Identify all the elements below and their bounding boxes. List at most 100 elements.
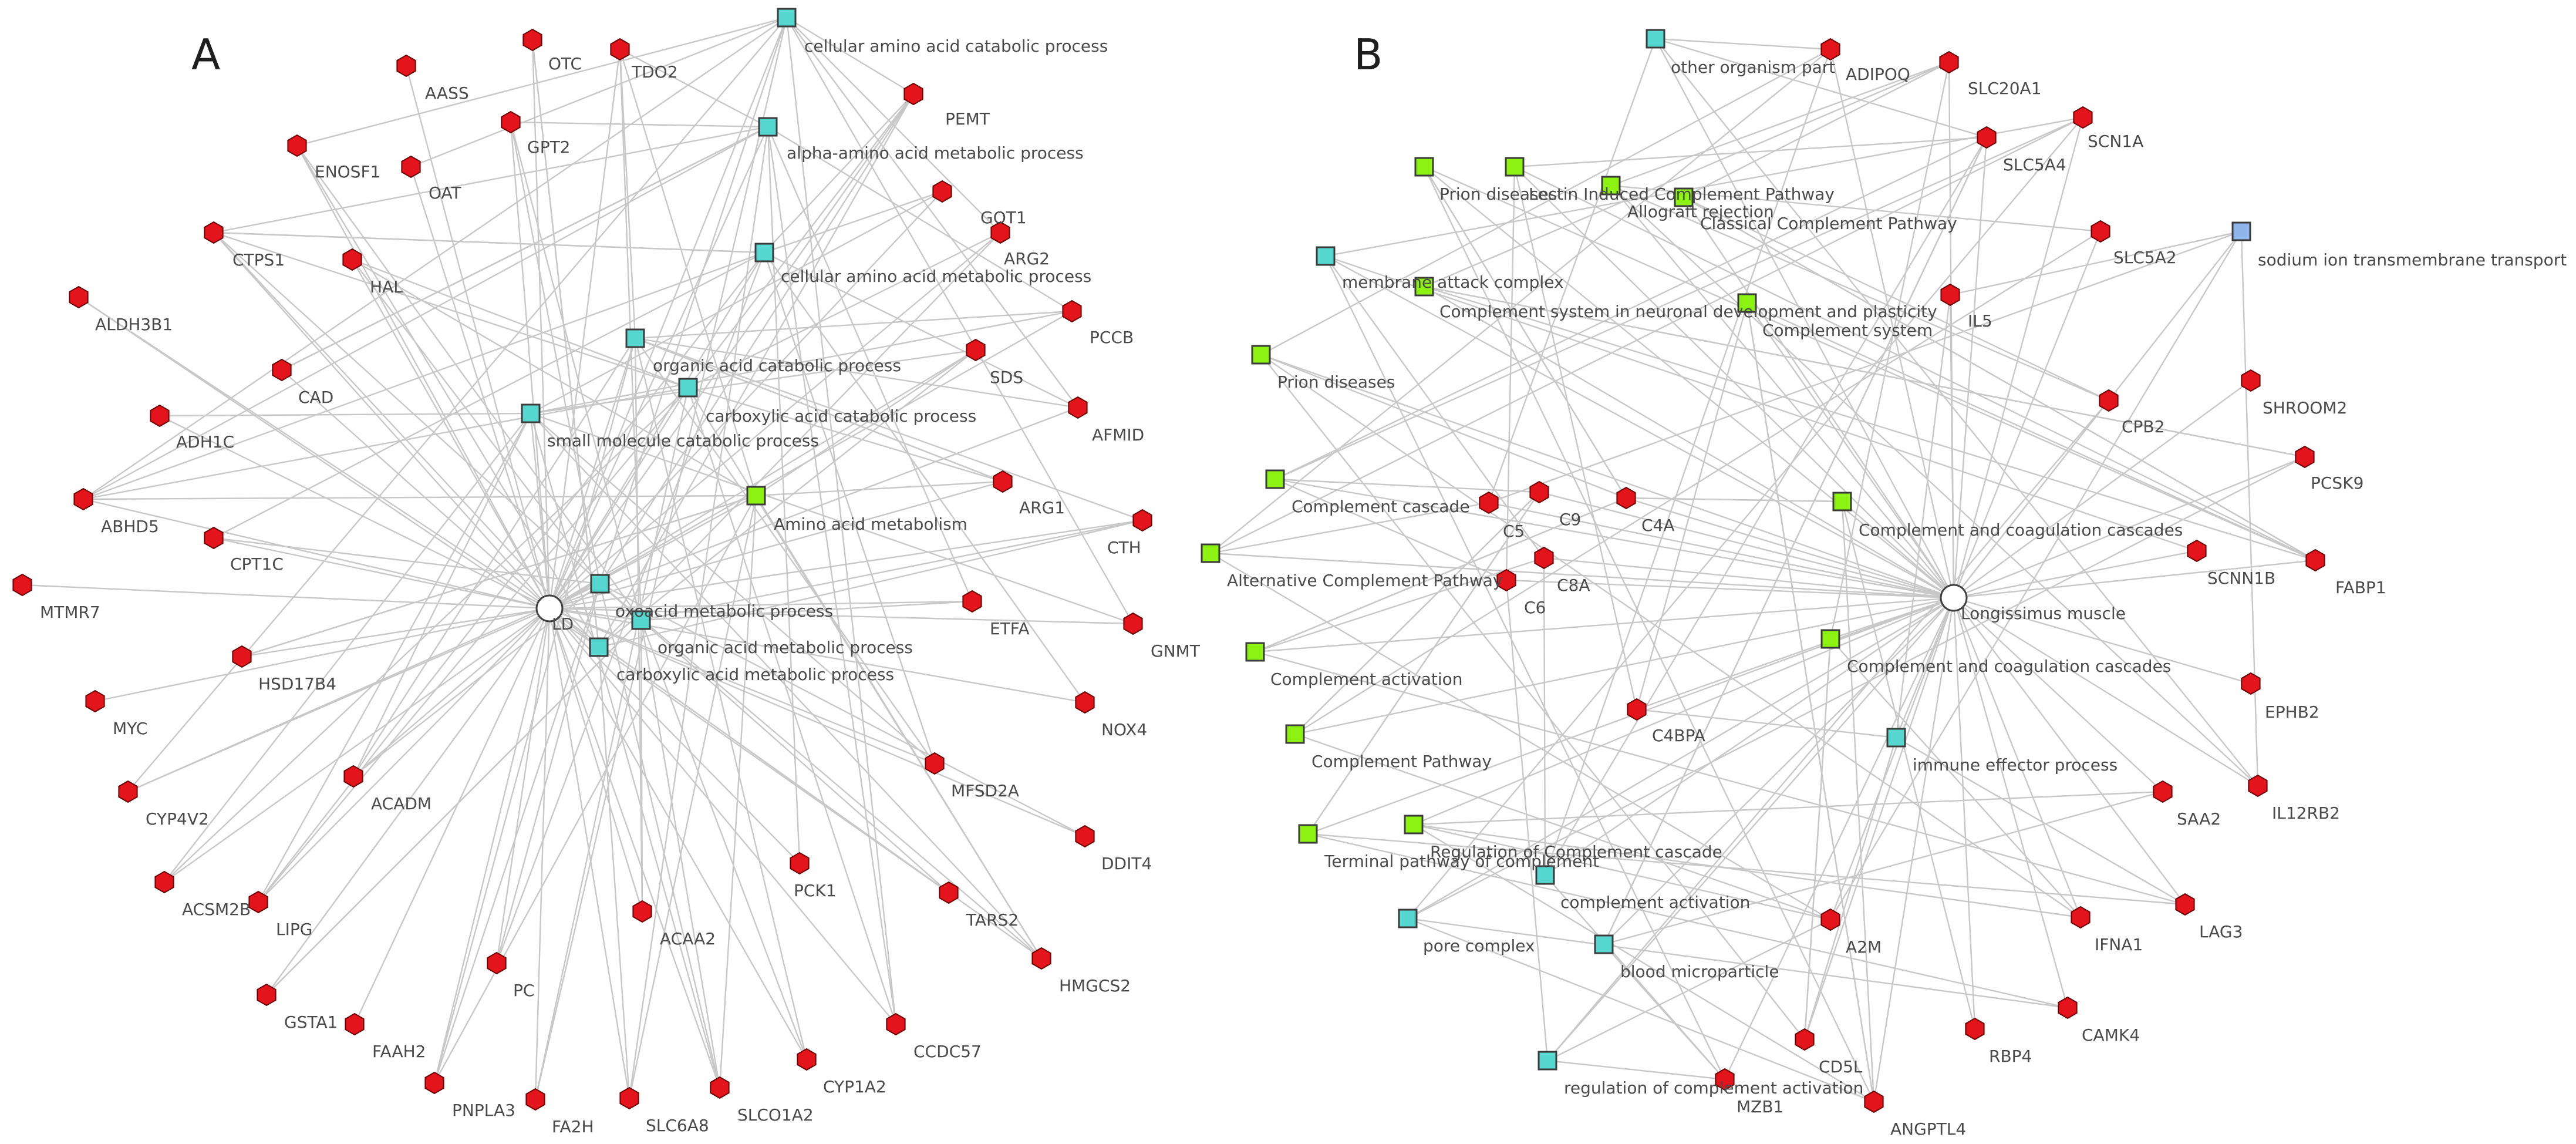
gene-label-oat: OAT	[429, 183, 462, 203]
edge-term-gene	[1210, 49, 1831, 554]
edge-term-gene	[433, 338, 636, 1084]
edge-term-gene	[1841, 501, 1976, 1029]
edge-term-gene	[1746, 302, 2316, 561]
edge-term-gene	[1513, 166, 1638, 710]
edge-hub-term	[1654, 38, 1955, 598]
edge-hub-gene	[410, 166, 551, 609]
edge-hub-term	[1610, 185, 1954, 598]
node-layer	[12, 8, 2325, 1113]
term-node-oxoacid-metabolic-process	[590, 574, 610, 594]
edge-term-gene	[1260, 48, 1831, 356]
gene-label-cth: CTH	[1107, 538, 1141, 557]
edge-hub-gene	[296, 145, 551, 609]
edge-hub-gene	[534, 608, 551, 1100]
term-node-prion-diseases	[1251, 345, 1271, 365]
term-label-small-molecule-catabolic-process: small molecule catabolic process	[547, 431, 819, 450]
edge-hub-gene	[1953, 597, 2163, 792]
edge-term-gene	[785, 17, 897, 1025]
gene-node-c5	[1479, 491, 1499, 514]
gene-label-adipoq: ADIPOQ	[1846, 65, 1910, 84]
edge-term-gene	[352, 338, 636, 777]
edge-term-gene	[1547, 400, 2109, 1061]
edge-term-gene	[530, 413, 721, 1088]
edge-term-gene	[634, 338, 808, 1060]
term-label-complement-activation: complement activation	[1560, 893, 1750, 912]
term-label-pore-complex: pore complex	[1423, 936, 1535, 955]
edge-hub-gene	[213, 537, 550, 610]
edge-term-gene	[1950, 230, 2242, 296]
gene-label-lag3: LAG3	[2199, 922, 2243, 941]
gene-node-scn1a	[2073, 106, 2093, 129]
term-label-allograft-rejection: Allograft rejection	[1627, 202, 1774, 221]
gene-node-gsta1	[257, 983, 277, 1007]
edge-term-gene	[764, 93, 914, 253]
gene-node-got1	[932, 180, 952, 203]
gene-label-cd5l: CD5L	[1819, 1057, 1863, 1076]
edge-term-gene	[1655, 38, 1831, 51]
edge-term-gene	[83, 494, 757, 500]
edge-term-gene	[1260, 354, 2081, 918]
term-node-carboxylic-acid-catabolic-process	[678, 378, 698, 398]
gene-label-slco1a2: SLCO1A2	[737, 1105, 814, 1125]
edge-hub-gene	[1953, 597, 2069, 1008]
gene-label-faah2: FAAH2	[372, 1042, 426, 1061]
edge-term-gene	[1803, 638, 1832, 1040]
gene-label-pc: PC	[513, 981, 534, 1000]
gene-node-rbp4	[1965, 1017, 1985, 1041]
edge-term-gene	[1896, 736, 2186, 906]
gene-label-rbp4: RBP4	[1989, 1047, 2032, 1066]
edge-term-gene	[127, 583, 601, 793]
gene-label-lipg: LIPG	[276, 920, 312, 939]
gene-label-cpb2: CPB2	[2122, 417, 2164, 436]
gene-node-adipoq	[1820, 38, 1840, 61]
edge-term-gene	[1547, 1059, 1725, 1081]
gene-node-etfa	[962, 590, 982, 613]
gene-node-pccb	[1062, 300, 1082, 323]
term-node-organic-acid-catabolic-process	[625, 328, 645, 348]
edge-term-gene	[640, 620, 721, 1088]
edge-term-gene	[159, 412, 531, 417]
gene-label-c6: C6	[1524, 598, 1546, 617]
edge-term-gene	[1413, 823, 1831, 921]
edge-hub-gene	[241, 607, 550, 658]
term-label-complement-system: Complement system	[1762, 321, 1933, 340]
gene-node-scnn1b	[2187, 539, 2207, 563]
edge-term-gene	[1544, 49, 1832, 876]
term-label-complement-activation: Complement activation	[1270, 669, 1463, 689]
gene-label-acsm2b: ACSM2B	[182, 900, 251, 919]
gene-label-pemt: PEMT	[945, 109, 990, 129]
edge-term-gene	[719, 495, 757, 1088]
edge-term-gene	[635, 338, 935, 764]
gene-node-myc	[85, 689, 105, 713]
edge-hub-gene	[549, 600, 973, 610]
edge-hub-gene	[1506, 579, 1954, 599]
term-label-oxoacid-metabolic-process: oxoacid metabolic process	[615, 601, 833, 621]
edge-hub-term	[1413, 597, 1954, 826]
edge-hub-term	[530, 413, 551, 609]
gene-label-slc6a8: SLC6A8	[646, 1116, 709, 1135]
gene-node-cad	[272, 358, 292, 382]
gene-label-tars2: TARS2	[966, 910, 1019, 930]
term-label-carboxylic-acid-metabolic-process: carboxylic acid metabolic process	[616, 665, 894, 684]
edge-term-gene	[530, 413, 1042, 959]
gene-node-slc5a2	[2091, 220, 2110, 243]
edge-term-gene	[296, 16, 787, 147]
edge-term-gene	[530, 190, 943, 415]
gene-label-nox4: NOX4	[1101, 720, 1147, 739]
gene-label-tdo2: TDO2	[631, 62, 678, 82]
edge-term-gene	[433, 17, 788, 1084]
term-node-blood-microparticle	[1594, 934, 1614, 954]
edge-term-gene	[1636, 708, 1897, 739]
term-node-alpha-amino-acid-metabolic-process	[758, 117, 778, 137]
gene-label-got1: GOT1	[980, 208, 1027, 227]
edge-term-gene	[767, 126, 897, 1025]
term-label-complement-pathway: Complement Pathway	[1311, 752, 1492, 771]
edge-hub-gene	[1539, 491, 1954, 599]
gene-node-hal	[342, 248, 362, 271]
edge-term-gene	[687, 231, 1001, 389]
edge-hub-term	[1407, 597, 1954, 920]
term-label-prion-diseases: Prion diseases	[1277, 372, 1395, 392]
edge-term-gene	[530, 349, 976, 415]
edge-term-gene	[1655, 38, 1987, 139]
